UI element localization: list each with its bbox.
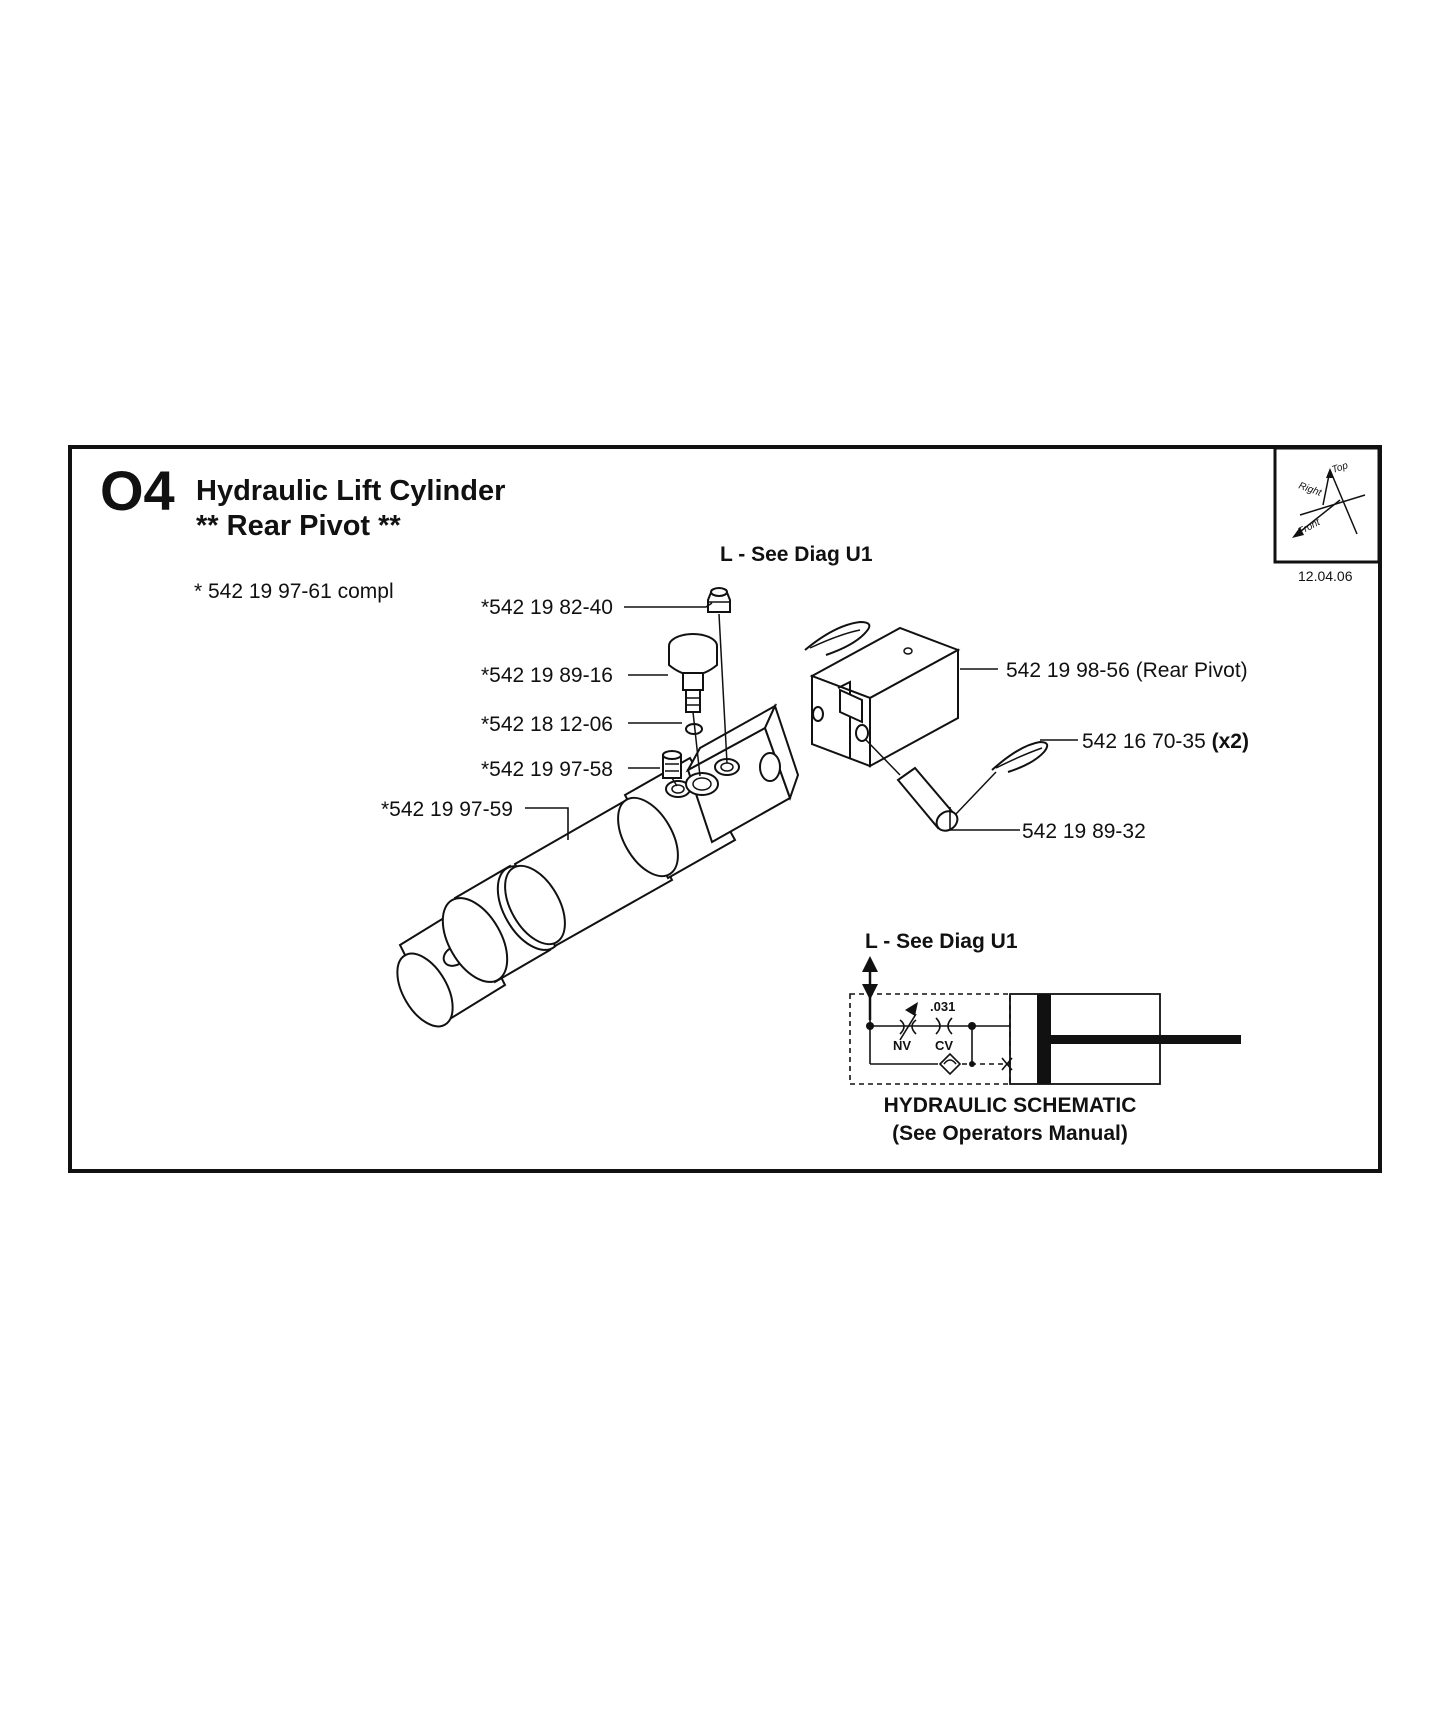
schematic-see-diag: L - See Diag U1 <box>865 930 1018 953</box>
schematic-nv-label: NV <box>893 1038 911 1053</box>
part-label-o-ring: *542 18 12-06 <box>481 713 613 736</box>
compass-top-label: Top <box>1331 460 1350 476</box>
assembly-note: * 542 19 97-61 compl <box>194 580 394 603</box>
schematic-title: HYDRAULIC SCHEMATIC <box>884 1094 1137 1117</box>
page-title: Hydraulic Lift Cylinder <box>196 475 505 507</box>
page-code: O4 <box>100 459 175 522</box>
hydraulic-schematic: L - See Diag U1 .031 N <box>849 930 1241 1145</box>
part-label-knob: *542 19 89-16 <box>481 664 613 687</box>
part-label-valve: *542 19 97-58 <box>481 758 613 781</box>
part-label-fitting: *542 19 82-40 <box>481 596 613 619</box>
schematic-orifice-label: .031 <box>930 999 955 1014</box>
part-label-pivot-pin: 542 19 89-32 <box>1022 820 1146 843</box>
page-subtitle: ** Rear Pivot ** <box>196 510 401 542</box>
part-label-rear-pivot: 542 19 98-56 (Rear Pivot) <box>1006 659 1248 682</box>
schematic-cv-label: CV <box>935 1038 953 1053</box>
hydraulic-cylinder-drawing <box>396 587 800 1028</box>
part-label-hair-clip: 542 16 70-35 (x2) <box>1082 730 1249 753</box>
diagram-frame <box>68 445 1382 1173</box>
arrow-left-icon <box>1292 527 1304 538</box>
arrow-up-icon <box>1326 468 1334 478</box>
schematic-subtitle: (See Operators Manual) <box>892 1122 1128 1145</box>
arrow-up-icon <box>862 956 878 972</box>
rear-pivot-drawing <box>804 620 1049 832</box>
see-diag-callout-top: L - See Diag U1 <box>720 543 873 566</box>
arrow-down-icon <box>862 984 878 1000</box>
part-label-cylinder: *542 19 97-59 <box>381 798 513 821</box>
revision-date: 12.04.06 <box>1298 568 1353 584</box>
orientation-compass: Top Right Front <box>1273 446 1381 564</box>
